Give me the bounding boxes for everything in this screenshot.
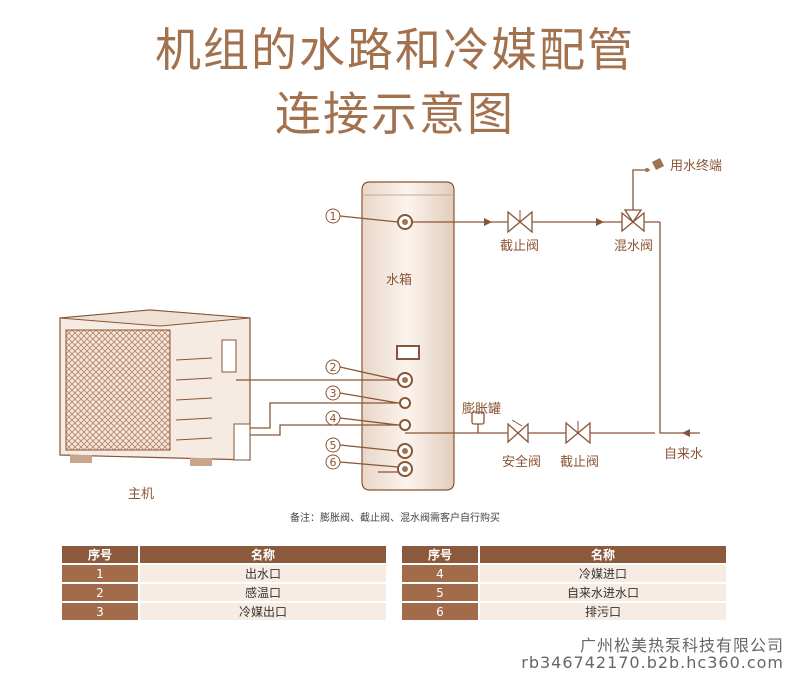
plumbing-diagram: 1 2 3 4 5 6 水箱 主机 膨胀罐 安全阀 截止阀 混水阀 用水终端 截… <box>59 158 722 502</box>
row-index: 1 <box>62 565 138 582</box>
stop-valve-top-icon <box>507 210 533 234</box>
mixing-valve-icon <box>621 209 645 233</box>
port-number-2: 2 <box>330 361 337 374</box>
flow-arrows <box>484 218 690 437</box>
parts-table-left: 序号 名称 1 出水口 2 感温口 3 冷媒出口 <box>60 544 388 622</box>
port-number-3: 3 <box>330 387 337 400</box>
watermark-site: rb346742170.b2b.hc360.com <box>521 653 784 672</box>
tap-water-label: 自来水 <box>664 447 703 462</box>
host-unit-drawing <box>59 309 251 466</box>
table-row: 4 冷媒进口 <box>402 565 726 582</box>
row-name: 自来水进水口 <box>480 584 726 601</box>
port-number-markers <box>325 208 341 470</box>
port-number-1: 1 <box>330 210 337 223</box>
table-header-index: 序号 <box>62 546 138 563</box>
row-index: 5 <box>402 584 478 601</box>
terminal-label: 用水终端 <box>670 158 722 174</box>
row-index: 6 <box>402 603 478 620</box>
table-row: 1 出水口 <box>62 565 386 582</box>
note-text: 备注：膨胀阀、截止阀、混水阀需客户自行购买 <box>290 513 500 524</box>
row-name: 排污口 <box>480 603 726 620</box>
diagram-title-line2: 连接示意图 <box>275 87 515 141</box>
stop-valve-bottom-icon <box>565 421 591 445</box>
table-header-index: 序号 <box>402 546 478 563</box>
host-label: 主机 <box>128 487 154 502</box>
tank-ports <box>397 214 413 477</box>
row-name: 冷媒出口 <box>140 603 386 620</box>
table-row: 2 感温口 <box>62 584 386 601</box>
tank-label: 水箱 <box>386 272 412 288</box>
port-number-4: 4 <box>330 412 337 425</box>
watermark-company: 广州松美热泵科技有限公司 <box>579 636 784 655</box>
row-index: 4 <box>402 565 478 582</box>
stop-valve-top-label: 截止阀 <box>500 239 539 254</box>
safety-valve-label: 安全阀 <box>502 454 541 470</box>
port-number-6: 6 <box>330 456 337 469</box>
stop-valve-bottom-label: 截止阀 <box>560 455 599 470</box>
water-tank-drawing <box>361 181 455 491</box>
table-header-name: 名称 <box>140 546 386 563</box>
diagram-title-line1: 机组的水路和冷媒配管 <box>155 23 635 77</box>
shower-head-icon <box>645 158 664 172</box>
row-name: 冷媒进口 <box>480 565 726 582</box>
row-index: 3 <box>62 603 138 620</box>
parts-table-right: 序号 名称 4 冷媒进口 5 自来水进水口 6 排污口 <box>400 544 728 622</box>
expansion-tank-icon <box>471 411 485 425</box>
safety-valve-icon <box>507 419 529 444</box>
expansion-tank-label: 膨胀罐 <box>462 402 501 417</box>
row-name: 感温口 <box>140 584 386 601</box>
row-index: 2 <box>62 584 138 601</box>
mixing-valve-label: 混水阀 <box>614 239 653 254</box>
row-name: 出水口 <box>140 565 386 582</box>
table-row: 3 冷媒出口 <box>62 603 386 620</box>
table-header-name: 名称 <box>480 546 726 563</box>
port-number-5: 5 <box>330 439 337 452</box>
table-row: 6 排污口 <box>402 603 726 620</box>
table-row: 5 自来水进水口 <box>402 584 726 601</box>
